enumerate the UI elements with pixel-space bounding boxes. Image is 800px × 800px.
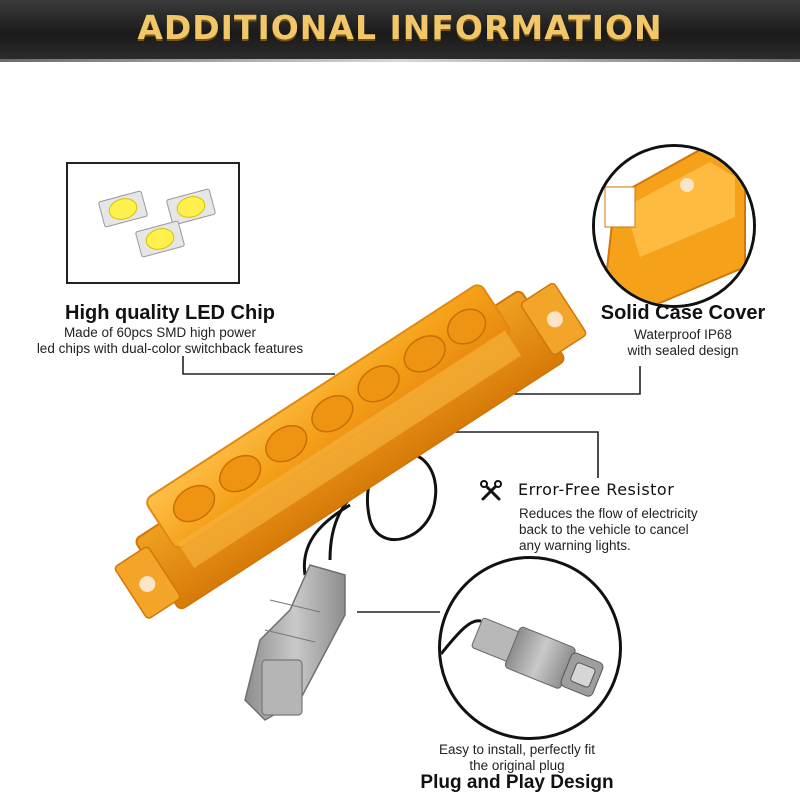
led-chip-desc-2: led chips with dual-color switchback fea…	[36, 341, 304, 356]
smd-chip	[166, 188, 216, 226]
resistor-desc-2: back to the vehicle to cancel	[519, 522, 689, 537]
led-chip-title: High quality LED Chip	[65, 302, 275, 324]
resistor-title: Error-Free Resistor	[518, 480, 675, 499]
plug-desc-2: the original plug	[469, 758, 565, 773]
resistor-desc-1: Reduces the flow of electricity	[519, 506, 698, 521]
smd-chip	[135, 220, 185, 258]
banner-title: ADDITIONAL INFORMATION	[137, 8, 663, 47]
header-banner: ADDITIONAL INFORMATION	[0, 0, 800, 62]
led-bar	[114, 282, 587, 619]
case-cover-desc-1: Waterproof IP68	[634, 327, 732, 342]
led-chip-image	[66, 162, 240, 284]
smd-chip	[98, 190, 148, 228]
led-chip-desc-1: Made of 60pcs SMD high power	[63, 325, 257, 340]
case-cover-desc-2: with sealed design	[627, 343, 739, 358]
leader-lines	[182, 356, 641, 613]
plug-desc-1: Easy to install, perfectly fit	[438, 742, 596, 757]
plug-detail-image	[438, 556, 622, 740]
resistor-desc-3: any warning lights.	[519, 538, 631, 553]
leader-line-resistor	[425, 431, 599, 478]
banner-divider	[0, 59, 800, 62]
leader-line-case	[462, 366, 641, 395]
leader-line-led	[182, 356, 335, 375]
case-cover-detail-image	[592, 144, 756, 308]
bar-connector	[244, 564, 346, 721]
plug-title: Plug and Play Design	[420, 772, 614, 793]
tools-icon	[480, 480, 502, 502]
case-cover-title: Solid Case Cover	[600, 302, 766, 324]
